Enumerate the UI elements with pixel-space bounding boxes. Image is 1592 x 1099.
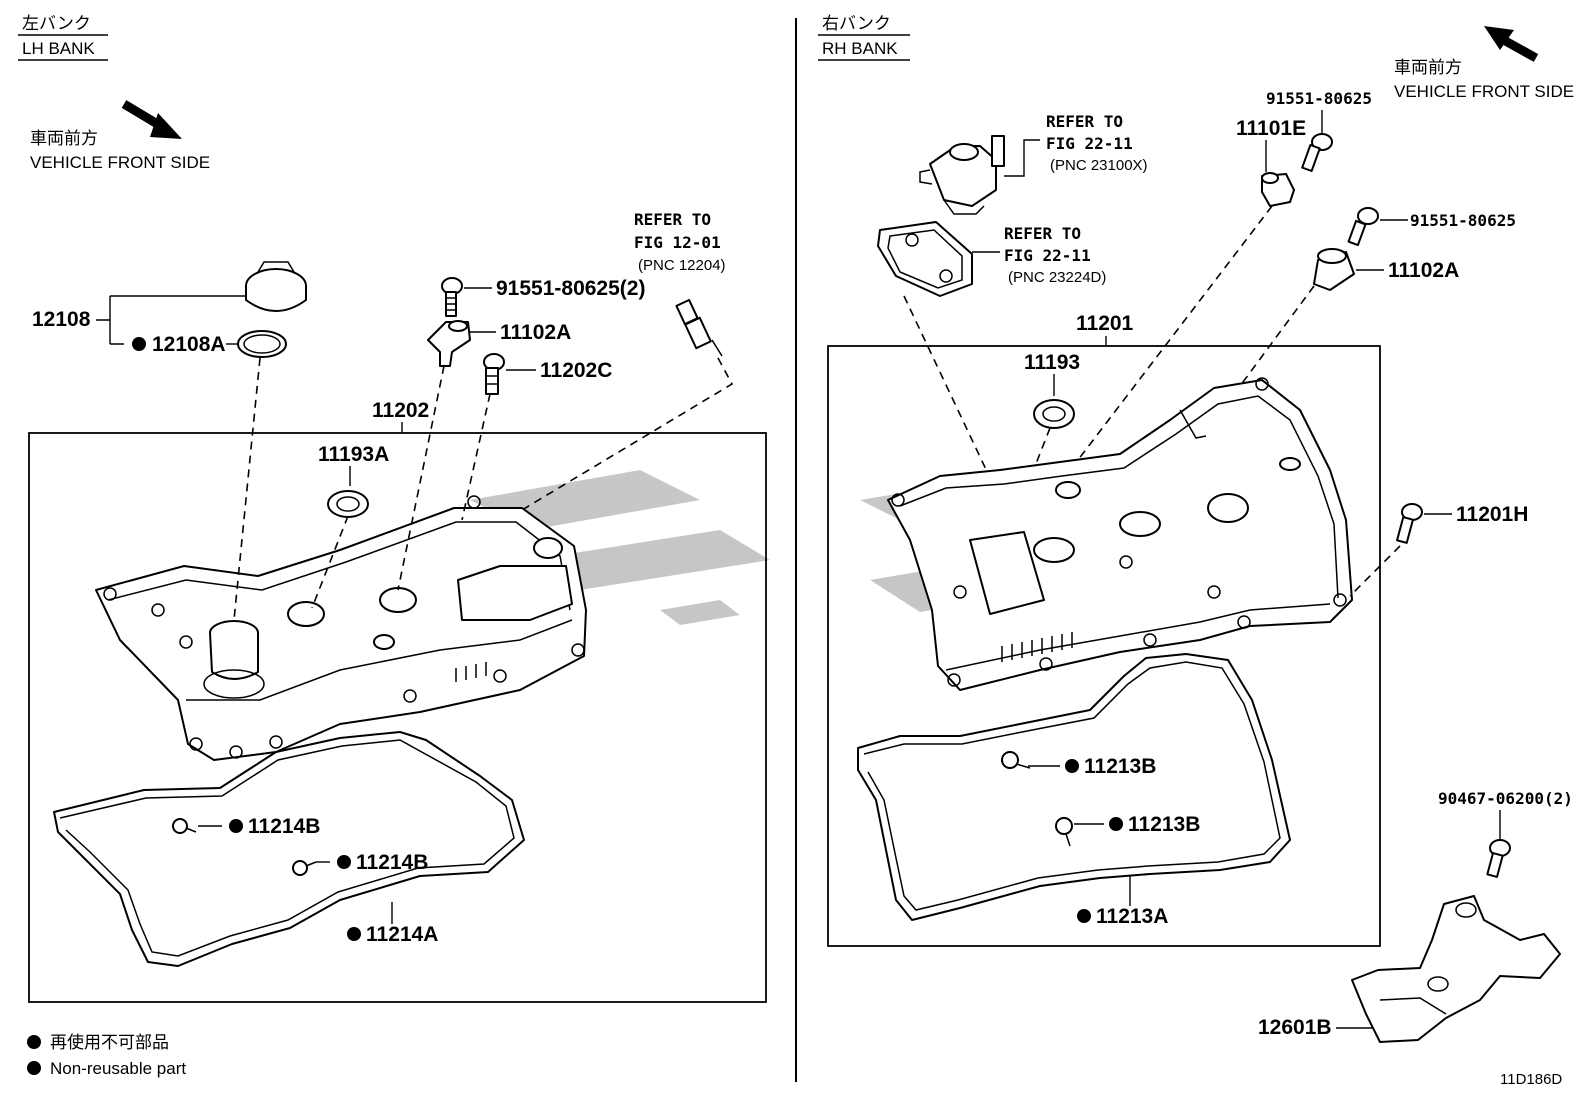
non-reusable-marker [347, 927, 361, 941]
lh-title-en: LH BANK [22, 39, 95, 58]
rh-refer-a-line3: (PNC 23100X) [1050, 157, 1148, 174]
plug-tube-seal-lh [327, 490, 369, 518]
part-12108A-label: 12108A [152, 333, 226, 356]
part-11213B-2-label: 11213B [1128, 813, 1200, 836]
lh-refer-line3: (PNC 12204) [638, 257, 726, 274]
rh-front-jp: 車両前方 [1394, 58, 1462, 77]
part-11214B-2-label: 11214B [356, 851, 428, 874]
non-reusable-marker [1109, 817, 1123, 831]
part-11193-label: 11193 [1024, 351, 1080, 374]
rh-title-jp: 右バンク [822, 14, 891, 33]
gasket-clip-rh-2 [1055, 817, 1073, 847]
plug-tube-seal-rh [1033, 399, 1075, 429]
non-reusable-marker [1065, 759, 1079, 773]
diagram-code: 11D186D [1500, 1071, 1562, 1088]
non-reusable-marker [132, 337, 146, 351]
legend-bullet-icon [27, 1035, 41, 1049]
gasket-clip-rh-1 [1001, 751, 1031, 769]
part-11201-label: 11201 [1076, 312, 1134, 335]
legend-en: Non-reusable part [50, 1059, 186, 1078]
part-11201H-label: 11201H [1456, 503, 1528, 526]
lh-title-jp: 左バンク [22, 14, 91, 33]
fuel-pump-assembly [919, 135, 1005, 215]
bolt-91551-rh-mid [1347, 207, 1379, 247]
lh-refer-line1: REFER TO [634, 210, 711, 229]
rh-refer-b-line1: REFER TO [1004, 224, 1081, 243]
part-11214B-1-label: 11214B [248, 815, 320, 838]
part-91551-rh-top-label: 91551-80625 [1266, 89, 1372, 108]
part-91551-rh-mid-label: 91551-80625 [1410, 211, 1516, 230]
part-11214A-label: 11214A [366, 923, 438, 946]
head-cover-gasket-rh [857, 653, 1291, 921]
part-12601B-label: 12601B [1258, 1016, 1332, 1039]
head-cover-gasket-lh [53, 731, 525, 967]
part-12108-label: 12108 [32, 308, 91, 331]
part-90467-label: 90467-06200(2) [1438, 789, 1573, 808]
part-11213A-label: 11213A [1096, 905, 1168, 928]
part-11202C-label: 11202C [540, 359, 612, 382]
rh-refer-a-line1: REFER TO [1046, 112, 1123, 131]
clip-90467 [1486, 839, 1511, 878]
rh-assembly-box [827, 345, 1381, 947]
bolt-91551-lh [441, 277, 463, 317]
bolt-11201h [1396, 503, 1423, 544]
pump-gasket-plate [877, 221, 973, 297]
gasket-clip-lh-2 [292, 860, 317, 876]
part-11102A-lh-label: 11102A [500, 321, 571, 344]
part-11102A-rh-label: 11102A [1388, 259, 1459, 282]
non-reusable-marker [337, 855, 351, 869]
front-arrow-icon [1484, 26, 1539, 62]
bracket-12601b [1351, 895, 1561, 1043]
non-reusable-marker [1077, 909, 1091, 923]
cam-sensor-rh [1313, 248, 1355, 291]
cylinder-head-cover-rh [887, 377, 1353, 691]
part-91551-lh-label: 91551-80625(2) [496, 277, 645, 300]
rh-front-en: VEHICLE FRONT SIDE [1394, 82, 1574, 101]
part-11213B-1-label: 11213B [1084, 755, 1156, 778]
rh-refer-b-line2: FIG 22-11 [1004, 246, 1091, 265]
cylinder-head-cover-lh [95, 495, 587, 761]
rh-title-en: RH BANK [822, 39, 898, 58]
sensor-11101e [1261, 172, 1295, 207]
part-11101E-label: 11101E [1236, 117, 1306, 140]
stud-11202c [483, 353, 505, 395]
legend-bullet-icon [27, 1061, 41, 1075]
lh-assembly-box [28, 432, 767, 1003]
spark-plug-sensor [675, 298, 723, 357]
cap-gasket-ring [237, 330, 287, 358]
oil-filler-cap [245, 261, 307, 312]
rh-refer-a-line2: FIG 22-11 [1046, 134, 1133, 153]
cam-sensor-lh [427, 320, 471, 367]
legend-jp: 再使用不可部品 [50, 1032, 169, 1052]
part-11202-label: 11202 [372, 399, 429, 422]
rh-refer-b-line3: (PNC 23224D) [1008, 269, 1106, 286]
lh-front-jp: 車両前方 [30, 129, 98, 148]
lh-front-en: VEHICLE FRONT SIDE [30, 153, 210, 172]
part-11193A-label: 11193A [318, 443, 389, 466]
gasket-clip-lh-1 [172, 818, 197, 834]
non-reusable-marker [229, 819, 243, 833]
bolt-91551-rh-top [1301, 133, 1333, 172]
front-arrow-icon [121, 100, 182, 139]
lh-refer-line2: FIG 12-01 [634, 233, 721, 252]
